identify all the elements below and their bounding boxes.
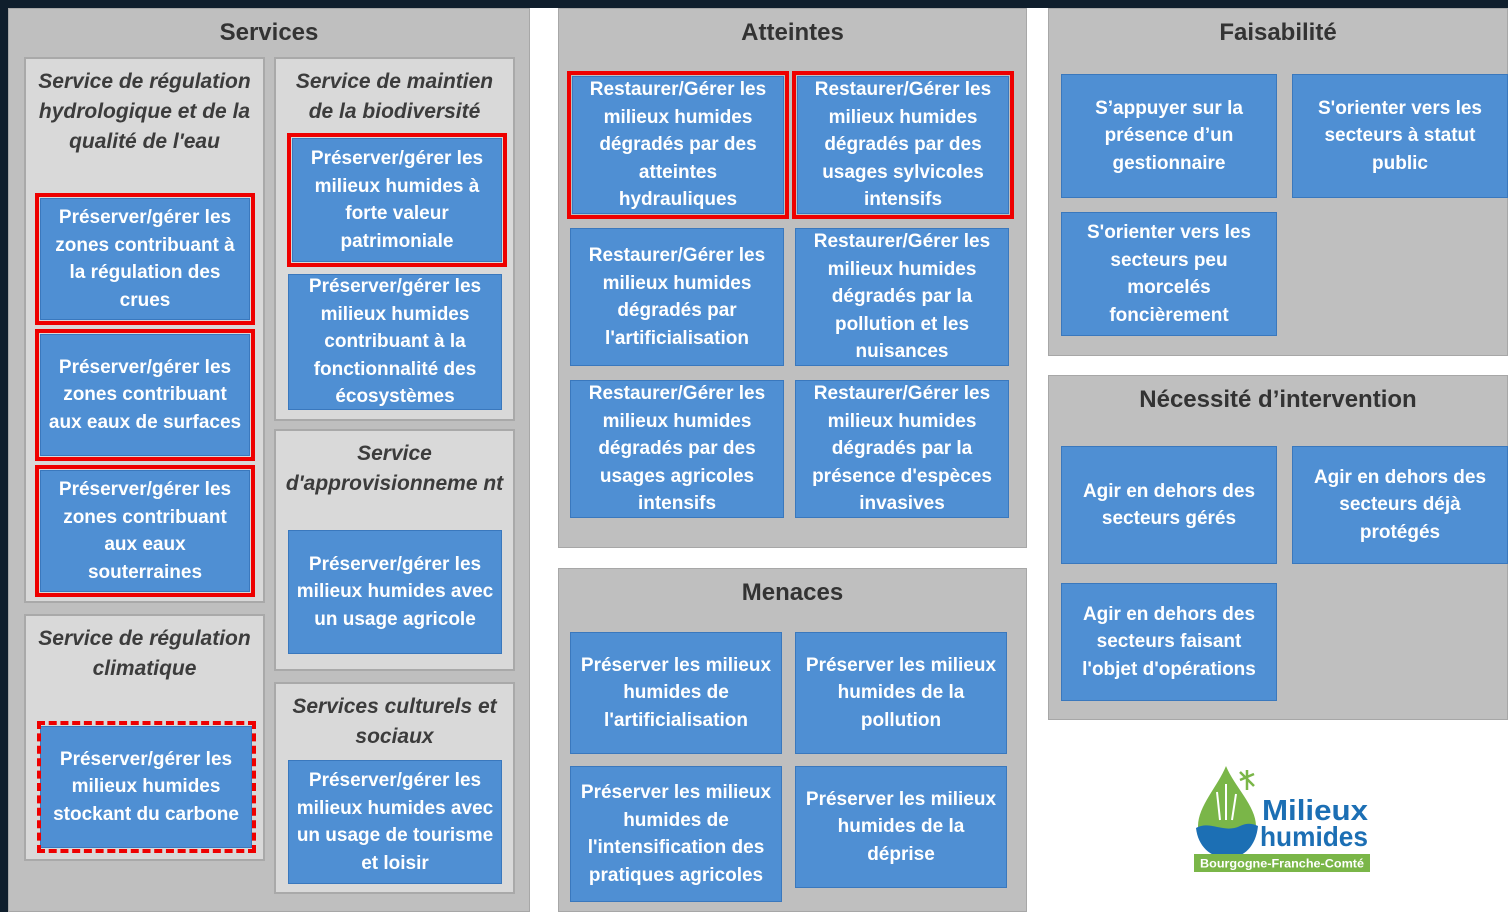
appro-service-title: Service d'approvisionneme nt [285, 442, 504, 495]
milieux-humides-logo: Milieux humides Bourgogne-Franche-Comté [1194, 766, 1370, 872]
logo-region: Bourgogne-Franche-Comté [1200, 857, 1364, 871]
culturels-service-title: Services culturels et sociaux [292, 695, 497, 748]
logo-region-band [1194, 854, 1370, 872]
faisabilite-item-3[interactable]: S'orienter vers les secteurs peu morcelé… [1061, 212, 1277, 336]
biodiv-service-title: Service de maintien de la biodiversité [295, 70, 494, 123]
atteintes-item-2[interactable]: Restaurer/Gérer les milieux humides dégr… [792, 71, 1014, 219]
biodiv-item-1[interactable]: Préserver/gérer les milieux humides à fo… [287, 133, 507, 267]
logo-reeds-icon [1216, 784, 1237, 821]
atteintes-item-6[interactable]: Restaurer/Gérer les milieux humides dégr… [795, 380, 1009, 518]
hydro-item-3[interactable]: Préserver/gérer les zones contribuant au… [35, 465, 255, 597]
appro-item-1[interactable]: Préserver/gérer les milieux humides avec… [288, 530, 502, 654]
culturels-item-1[interactable]: Préserver/gérer les milieux humides avec… [288, 760, 502, 884]
faisabilite-item-1[interactable]: S’appuyer sur la présence d’un gestionna… [1061, 74, 1277, 198]
logo-line2: humides [1260, 821, 1368, 852]
menaces-item-1[interactable]: Préserver les milieux humides de l'artif… [570, 632, 782, 754]
logo-line1: Milieux [1262, 795, 1368, 827]
logo-wave-icon [1196, 823, 1258, 858]
menaces-title: Menaces [741, 579, 844, 606]
menaces-item-4[interactable]: Préserver les milieux humides de la dépr… [795, 766, 1007, 888]
climat-item-1[interactable]: Préserver/gérer les milieux humides stoc… [40, 726, 252, 848]
frame-left [0, 0, 8, 912]
frame-gap-1 [530, 0, 558, 8]
atteintes-item-5[interactable]: Restaurer/Gérer les milieux humides dégr… [570, 380, 784, 518]
hydro-item-1[interactable]: Préserver/gérer les zones contribuant à … [35, 193, 255, 325]
climat-service-title: Service de régulation climatique [38, 627, 251, 680]
atteintes-item-4[interactable]: Restaurer/Gérer les milieux humides dégr… [795, 228, 1009, 366]
atteintes-item-1[interactable]: Restaurer/Gérer les milieux humides dégr… [567, 71, 789, 219]
menaces-item-3[interactable]: Préserver les milieux humides de l'inten… [570, 766, 782, 902]
biodiv-item-2[interactable]: Préserver/gérer les milieux humides cont… [288, 274, 502, 410]
atteintes-title: Atteintes [741, 19, 844, 46]
frame-top-left [0, 0, 1508, 8]
hydro-service-title: Service de régulation hydrologique et de… [38, 70, 251, 153]
atteintes-item-3[interactable]: Restaurer/Gérer les milieux humides dégr… [570, 228, 784, 366]
services-title: Services [219, 19, 319, 46]
faisabilite-title: Faisabilité [1219, 19, 1337, 46]
necessite-item-1[interactable]: Agir en dehors des secteurs gérés [1061, 446, 1277, 564]
faisabilite-item-2[interactable]: S'orienter vers les secteurs à statut pu… [1292, 74, 1508, 198]
necessite-item-3[interactable]: Agir en dehors des secteurs faisant l'ob… [1061, 583, 1277, 701]
logo-dragonfly-icon [1239, 770, 1255, 790]
menaces-item-2[interactable]: Préserver les milieux humides de la poll… [795, 632, 1007, 754]
hydro-item-2[interactable]: Préserver/gérer les zones contribuant au… [35, 329, 255, 461]
necessite-item-2[interactable]: Agir en dehors des secteurs déjà protégé… [1292, 446, 1508, 564]
necessite-title: Nécessité d’intervention [1139, 386, 1417, 413]
